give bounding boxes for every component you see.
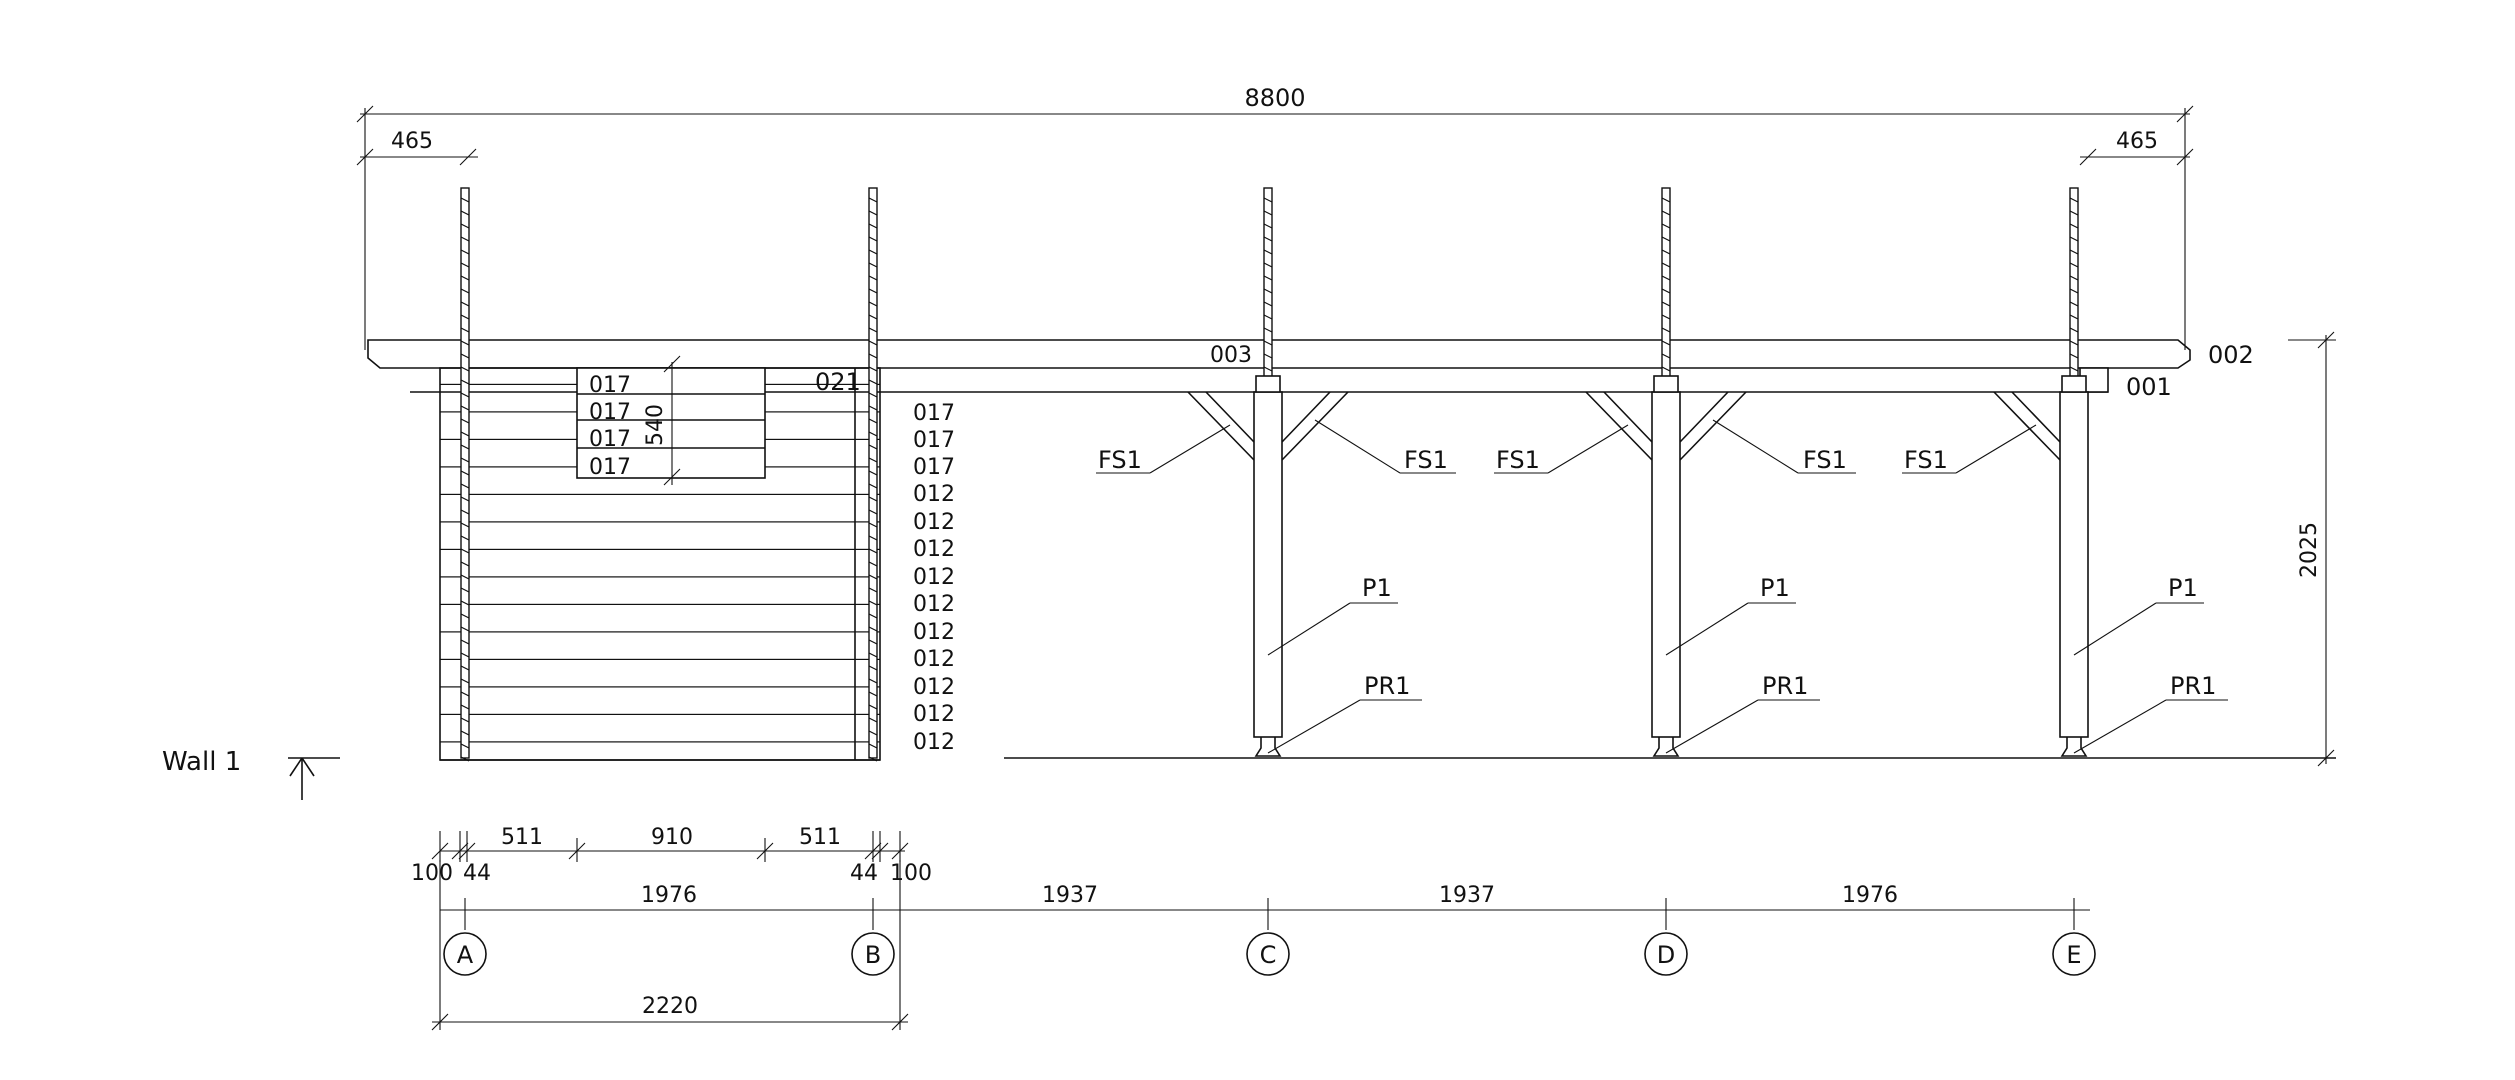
cabin-width-label: 2220 <box>642 994 698 1019</box>
dimension-label: 44 <box>463 861 491 886</box>
log-label: 012 <box>913 702 955 727</box>
log-label: 012 <box>913 565 955 590</box>
height-label: 2025 <box>2297 522 2322 578</box>
brace-leaders: FS1 FS1 FS1 FS1 FS1 <box>1096 419 2037 474</box>
dimension-label: 100 <box>411 861 453 886</box>
dimension-label: 910 <box>651 825 693 850</box>
post-connector-label: 003 <box>1210 343 1252 368</box>
axis-label: D <box>1657 941 1675 969</box>
window-height-dimension: 540 <box>643 355 681 486</box>
axis-bubble <box>1644 932 1688 976</box>
log-label: 017 <box>589 373 631 398</box>
dimension-label: 44 <box>850 861 878 886</box>
log-label: 017 <box>913 401 955 426</box>
gable-piece-label: 021 <box>815 368 861 396</box>
post-d <box>1651 375 1681 757</box>
log-label: 017 <box>589 427 631 452</box>
post-base-label: PR1 <box>1762 672 1808 700</box>
roof-board-label: 002 <box>2208 341 2254 369</box>
log-cabin <box>439 367 881 761</box>
axis-bubble <box>1246 932 1290 976</box>
spacing-label: 1937 <box>1042 883 1098 908</box>
cabin-width-dimension: 2220 <box>431 860 909 1031</box>
post-label: P1 <box>1760 574 1790 602</box>
window-opening <box>576 367 766 479</box>
overall-dimension: 8800 <box>356 84 2194 350</box>
spacing-label: 1976 <box>641 883 697 908</box>
axis-bubble <box>851 932 895 976</box>
grid-dimension-row: 1976 1937 1937 1976 <box>440 883 2090 930</box>
axis-label: A <box>457 941 474 969</box>
log-label: 017 <box>913 428 955 453</box>
beam-label: 001 <box>2126 373 2172 401</box>
post-label: P1 <box>1362 574 1392 602</box>
stud <box>2069 187 2079 381</box>
post-leaders: P1 P1 P1 PR1 PR1 PR1 <box>1267 574 2228 754</box>
grid-axes: A B C D E <box>443 932 2096 976</box>
post-e <box>2059 375 2089 757</box>
post-base-label: PR1 <box>2170 672 2216 700</box>
window-log-labels: 017 017 017 017 <box>589 373 631 480</box>
log-label: 017 <box>589 455 631 480</box>
log-label: 012 <box>913 647 955 672</box>
axis-label: E <box>2066 941 2081 969</box>
wall-label: Wall 1 <box>162 747 241 777</box>
stud <box>460 187 470 762</box>
log-label: 017 <box>913 455 955 480</box>
spacing-label: 1976 <box>1842 883 1898 908</box>
stud <box>1263 187 1273 381</box>
dimension-label: 511 <box>799 825 841 850</box>
dimension-label: 511 <box>501 825 543 850</box>
brace-label: FS1 <box>1404 446 1448 474</box>
brace-label: FS1 <box>1803 446 1847 474</box>
axis-label: B <box>865 941 881 969</box>
brace-label: FS1 <box>1098 446 1142 474</box>
log-label: 012 <box>913 675 955 700</box>
log-label: 012 <box>913 620 955 645</box>
log-course-labels: 017 017 017 012 012 012 012 012 012 012 … <box>913 401 955 755</box>
vertical-studs <box>460 187 2079 762</box>
brace-label: FS1 <box>1496 446 1540 474</box>
detail-dimension-row: 100 44 511 910 511 44 100 <box>411 825 932 886</box>
post-label: P1 <box>2168 574 2198 602</box>
wall-section-marker: Wall 1 <box>162 747 340 800</box>
axis-bubble <box>443 932 487 976</box>
brace-label: FS1 <box>1904 446 1948 474</box>
log-label: 012 <box>913 730 955 755</box>
log-label: 017 <box>589 400 631 425</box>
overhang-right-dimension: 465 <box>2079 129 2194 166</box>
height-dimension: 2025 <box>2288 331 2336 767</box>
dimension-label: 100 <box>890 861 932 886</box>
axis-bubble <box>2052 932 2096 976</box>
braces <box>1187 391 2061 461</box>
spacing-label: 1937 <box>1439 883 1495 908</box>
log-label: 012 <box>913 592 955 617</box>
axis-label: C <box>1260 941 1277 969</box>
stud <box>1661 187 1671 381</box>
overhang-right-label: 465 <box>2116 129 2158 154</box>
log-label: 012 <box>913 537 955 562</box>
log-label: 012 <box>913 482 955 507</box>
overall-width-label: 8800 <box>1244 84 1305 112</box>
overhang-left-label: 465 <box>391 129 433 154</box>
post-c <box>1253 375 1283 757</box>
post-base-label: PR1 <box>1364 672 1410 700</box>
overhang-left-dimension: 465 <box>356 129 478 166</box>
log-label: 012 <box>913 510 955 535</box>
stud <box>868 187 878 762</box>
window-height-label: 540 <box>643 404 668 446</box>
